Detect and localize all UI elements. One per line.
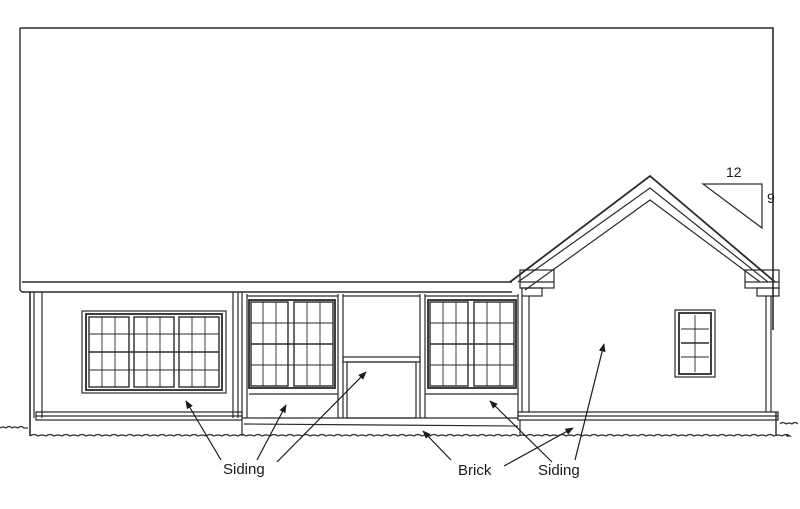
callout-siding-right: Siding — [538, 462, 580, 479]
main-roof — [19, 27, 774, 330]
double-window-center-left — [248, 299, 338, 395]
roof-pitch-run: 12 — [726, 164, 742, 180]
small-window-right — [674, 309, 716, 378]
ground-line — [0, 421, 799, 437]
callout-siding-left: Siding — [223, 461, 265, 478]
double-window-center-right — [425, 299, 518, 395]
foundation — [35, 411, 779, 436]
roof-pitch-triangle — [701, 183, 763, 230]
gable-roof — [509, 174, 780, 297]
right-wing-wall — [517, 294, 777, 436]
left-wall — [29, 292, 243, 436]
callout-leaders — [185, 343, 606, 467]
triple-window-left — [81, 310, 227, 394]
callout-brick: Brick — [458, 462, 492, 479]
roof-pitch-rise: 9 — [767, 190, 775, 206]
